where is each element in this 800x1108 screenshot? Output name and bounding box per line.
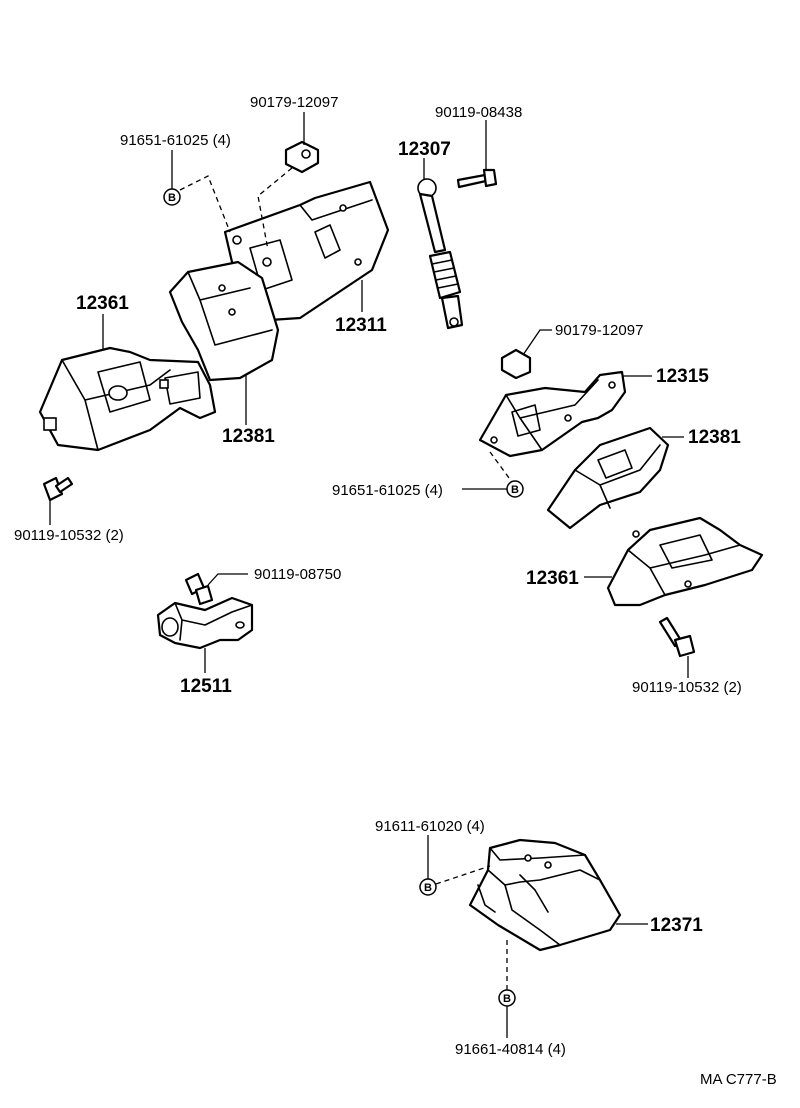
label-12511: 12511 xyxy=(180,676,232,697)
mount-12371[interactable] xyxy=(468,838,622,952)
insulator-12381-right[interactable] xyxy=(546,426,670,530)
b-mark-91661: B xyxy=(498,989,516,1007)
bolt-90119-08438[interactable] xyxy=(456,168,498,189)
label-91651-61025-top: 91651-61025 (4) xyxy=(120,132,231,149)
bolt-90119-08750[interactable] xyxy=(184,572,214,606)
bracket-12315[interactable] xyxy=(478,370,627,458)
svg-text:B: B xyxy=(503,993,511,1005)
label-12381-left: 12381 xyxy=(222,426,275,447)
svg-text:B: B xyxy=(424,882,432,894)
svg-text:B: B xyxy=(511,484,519,496)
b-mark-91611: B xyxy=(419,878,437,896)
mount-12361-right[interactable] xyxy=(606,516,764,607)
bolt-90119-10532-left[interactable] xyxy=(42,476,74,502)
nut-90179-12097-right[interactable] xyxy=(500,348,532,380)
label-90119-10532-left: 90119-10532 (2) xyxy=(14,527,124,544)
leader-90119-08750 xyxy=(207,573,248,586)
bracket-12511[interactable] xyxy=(156,596,254,650)
mount-12361-left[interactable] xyxy=(38,346,217,452)
dashed-line-91611 xyxy=(435,865,491,885)
diagram-reference-code: MA C777-B xyxy=(700,1071,777,1088)
b-mark-right-12315: B xyxy=(506,480,524,498)
dashed-line-right-12315 xyxy=(489,451,513,483)
label-12381-right: 12381 xyxy=(688,427,741,448)
label-12371: 12371 xyxy=(650,915,703,936)
label-90119-08438: 90119-08438 xyxy=(435,104,522,121)
label-12311: 12311 xyxy=(335,315,387,336)
nut-90179-12097-top[interactable] xyxy=(284,140,320,174)
label-12315: 12315 xyxy=(656,366,709,387)
dashed-line-bolt-91651-top xyxy=(179,175,231,233)
leader-90179-right xyxy=(522,329,552,356)
insulator-12381-left[interactable] xyxy=(168,260,280,382)
label-91661-40814: 91661-40814 (4) xyxy=(455,1041,566,1058)
label-12361-left: 12361 xyxy=(76,293,129,314)
label-90179-12097-right: 90179-12097 xyxy=(555,322,643,339)
b-mark-top-left: B xyxy=(163,188,181,206)
label-91611-61020: 91611-61020 (4) xyxy=(375,818,485,835)
label-90119-08750: 90119-08750 xyxy=(254,566,341,583)
stabilizer-rod-12307[interactable] xyxy=(417,178,464,330)
label-12361-right: 12361 xyxy=(526,568,579,589)
label-90179-12097-top: 90179-12097 xyxy=(250,94,338,111)
label-90119-10532-right: 90119-10532 (2) xyxy=(632,679,742,696)
bolt-90119-10532-right[interactable] xyxy=(658,616,696,658)
svg-text:B: B xyxy=(168,192,176,204)
label-12307: 12307 xyxy=(398,139,451,160)
label-91651-61025-right: 91651-61025 (4) xyxy=(332,482,443,499)
